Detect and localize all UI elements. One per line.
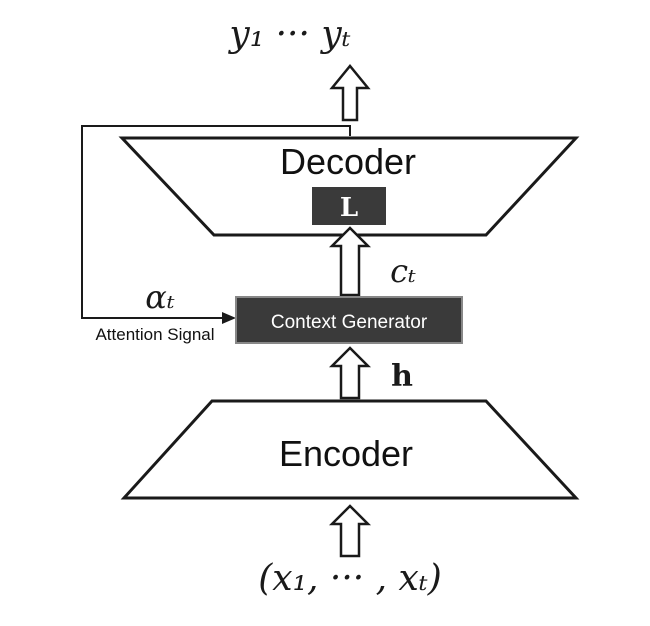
context-generator-label: Context Generator <box>271 312 428 333</box>
input-sequence-label: (x₁, ··· , xₜ) <box>258 558 442 599</box>
decoder-output-arrow <box>329 64 371 122</box>
attention-feedback-line <box>81 125 351 319</box>
encoder-block: Encoder <box>120 399 580 500</box>
decoder-inner-box-label: L <box>340 193 358 223</box>
hidden-state-label: h <box>391 359 413 394</box>
input-arrow <box>328 504 372 558</box>
context-generator-block: Context Generator <box>235 296 463 344</box>
context-vector-arrow <box>328 226 372 297</box>
attention-signal-label: Attention Signal <box>95 325 214 344</box>
decoder-label: Decoder <box>280 141 416 182</box>
decoder-inner-box <box>312 187 386 225</box>
output-sequence-label: y₁ ··· yₜ <box>227 14 350 55</box>
context-vector-label: cₜ <box>390 252 416 290</box>
attention-arrowhead <box>222 312 236 324</box>
decoder-block: Decoder L <box>118 136 580 237</box>
attention-weight-label: αₜ <box>145 278 175 316</box>
hidden-state-arrow <box>328 346 372 400</box>
encoder-label: Encoder <box>279 433 413 474</box>
